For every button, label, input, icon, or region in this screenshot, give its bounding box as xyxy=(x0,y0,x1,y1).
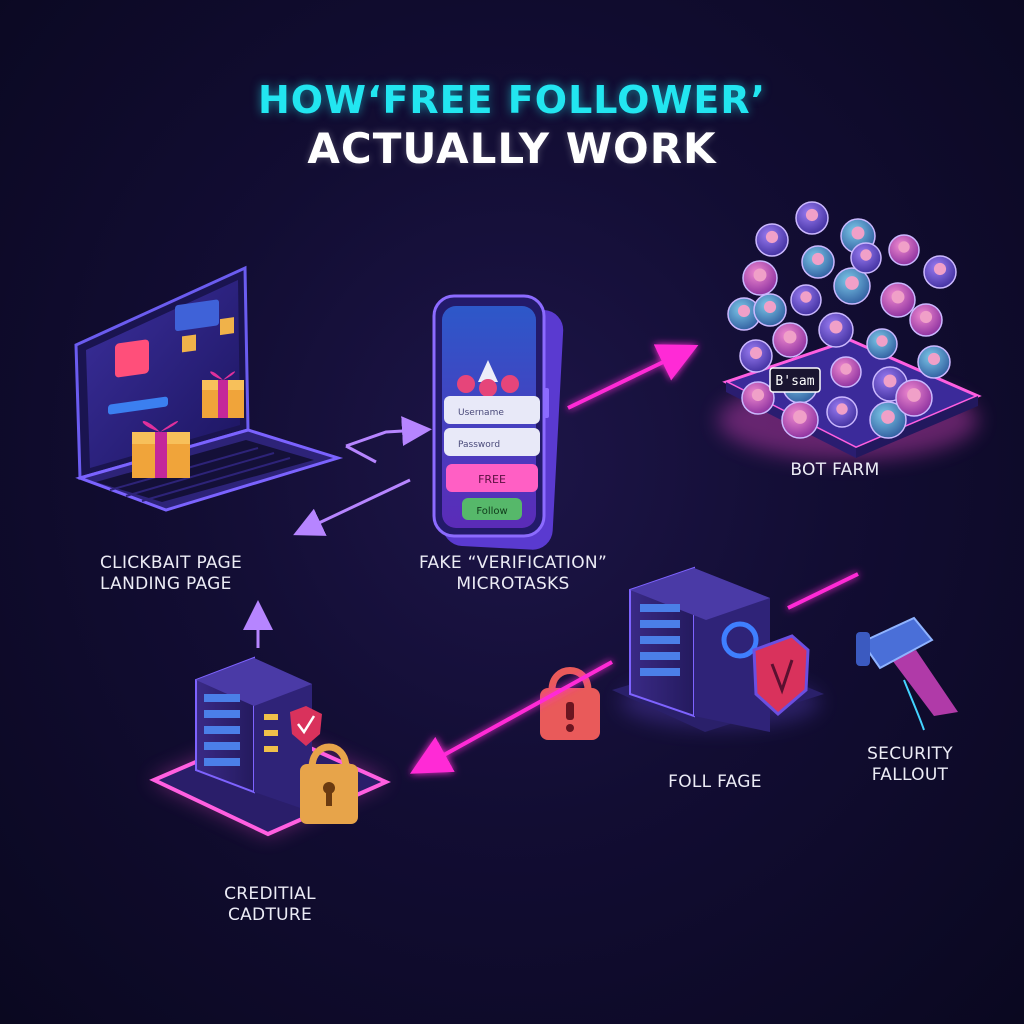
label-credential-line1: CREDITIAL xyxy=(224,884,316,904)
bot-avatar-face xyxy=(836,403,848,415)
label-fake-verification: FAKE “VERIFICATION” MICROTASKS xyxy=(398,553,628,595)
phone-field2-text: Password xyxy=(458,440,500,450)
bot-avatar-face xyxy=(919,310,933,324)
arrow-phone-to-botfarm xyxy=(567,344,699,410)
laptop-illustration xyxy=(74,265,344,512)
arrow-to-foll-server xyxy=(787,572,859,610)
bot-avatar-cluster xyxy=(727,201,957,439)
label-security-fallout: SECURITY FALLOUT xyxy=(845,744,975,786)
bot-avatar-face xyxy=(881,410,895,424)
bot-avatar-face xyxy=(749,346,763,360)
title-line-2: ACTUALLY WORK xyxy=(307,124,717,173)
label-security-line2: FALLOUT xyxy=(871,765,949,785)
bot-avatar-face xyxy=(933,262,947,276)
label-credential-capture: CREDITIAL CADTURE xyxy=(200,884,340,926)
bot-avatar-face xyxy=(829,320,843,334)
phone-illustration xyxy=(432,294,564,550)
label-clickbait-page: CLICKBAIT PAGE LANDING PAGE xyxy=(100,553,242,595)
hammer-icon xyxy=(856,616,958,731)
label-foll-fage: FOLL FAGE xyxy=(640,772,790,793)
label-bot-farm: BOT FARM xyxy=(760,460,910,481)
label-clickbait-line1: CLICKBAIT PAGE xyxy=(100,553,243,573)
label-security-line1: SECURITY xyxy=(867,744,953,764)
bot-tag-badge xyxy=(769,367,821,393)
phone-password-field xyxy=(444,428,540,456)
bot-avatar-face xyxy=(800,291,812,303)
bot-avatar-face xyxy=(907,388,921,402)
bot-avatar-face xyxy=(763,300,777,314)
bot-avatar-face xyxy=(845,276,859,290)
label-clickbait-line2: LANDING PAGE xyxy=(100,574,232,594)
bot-avatar-face xyxy=(851,226,865,240)
bot-avatar-face xyxy=(765,230,779,244)
shield-icon xyxy=(752,634,810,717)
bot-avatar-face xyxy=(927,352,941,366)
bot-avatar-face xyxy=(811,252,825,266)
phone-follow-button xyxy=(462,498,522,520)
phone-button1-text: FREE xyxy=(478,473,506,486)
bot-avatar-face xyxy=(840,363,852,375)
arrow-phone-to-laptop xyxy=(293,478,411,536)
bot-tag-text: B'sam xyxy=(775,374,814,389)
gift-box-icon xyxy=(132,421,190,478)
arrow-laptop-to-phone xyxy=(345,416,432,448)
bot-farm-illustration: B'sam xyxy=(718,201,982,460)
label-fake-line2: MICROTASKS xyxy=(456,574,570,594)
bot-avatar-face xyxy=(883,374,897,388)
bot-avatar-face xyxy=(751,388,765,402)
red-lock-icon xyxy=(540,667,600,740)
phone-field1-text: Username xyxy=(458,408,504,418)
label-credential-line2: CADTURE xyxy=(227,905,313,925)
phone-username-field xyxy=(444,396,540,424)
label-botfarm-line1: BOT FARM xyxy=(790,460,880,480)
bot-avatar-face xyxy=(876,335,888,347)
bot-avatar-face xyxy=(860,249,872,261)
bot-avatar-face xyxy=(891,290,905,304)
server-foll-illustration xyxy=(612,566,824,732)
label-foll-line1: FOLL FAGE xyxy=(668,772,762,792)
gift-box-small-icon xyxy=(202,371,244,418)
phone-button2-text: Follow xyxy=(476,506,507,517)
bot-avatar-face xyxy=(753,268,767,282)
title-line-1: HOW‘FREE FOLLOWER’ xyxy=(257,78,767,122)
arrow-to-credential xyxy=(409,660,613,774)
bot-avatar-face xyxy=(793,410,807,424)
bot-avatar-face xyxy=(898,241,910,253)
credential-server-illustration xyxy=(149,656,391,837)
label-fake-line1: FAKE “VERIFICATION” xyxy=(418,553,608,573)
phone-free-button xyxy=(446,464,538,492)
bot-avatar-face xyxy=(783,330,797,344)
gold-lock-icon xyxy=(300,743,358,824)
bot-avatar-face xyxy=(805,208,819,222)
bot-avatar-face xyxy=(737,304,751,318)
